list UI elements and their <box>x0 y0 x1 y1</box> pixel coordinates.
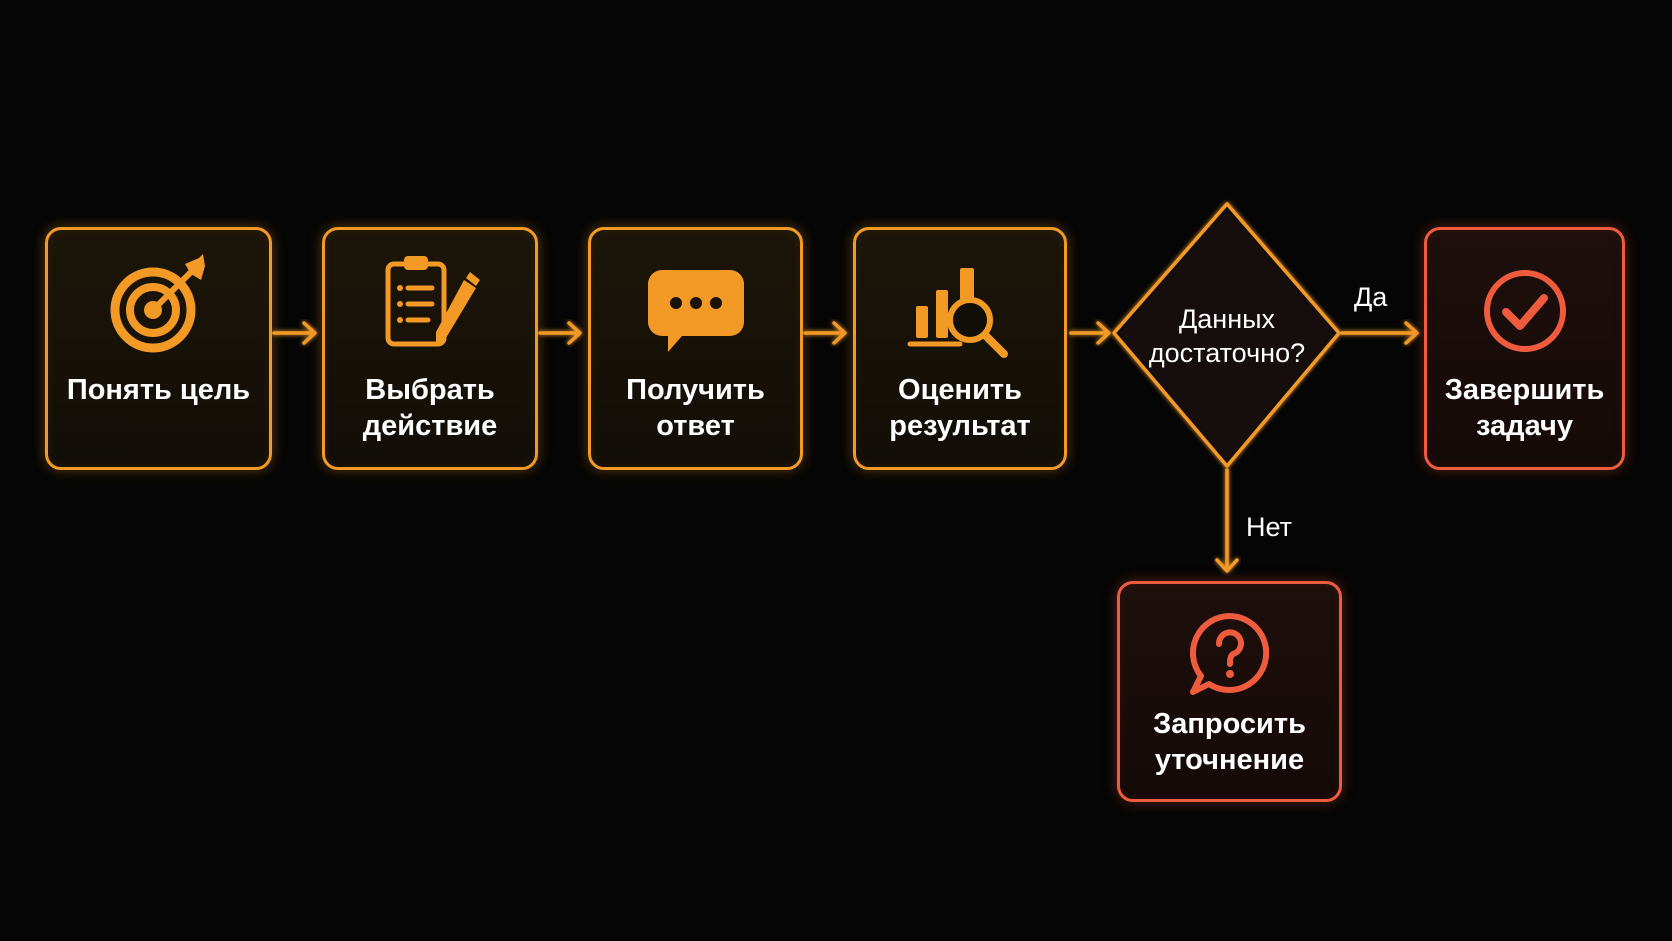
chat-bubble-icon <box>647 270 744 352</box>
node-finish-task: Завершить задачу <box>1424 227 1625 470</box>
node-choose-action: Выбрать действие <box>322 227 538 470</box>
node-understand-goal: Понять цель <box>45 227 272 470</box>
label-line: ответ <box>656 410 735 442</box>
arrow-receive-to-evaluate <box>803 321 847 345</box>
label-line: действие <box>362 410 498 442</box>
label-line: уточнение <box>1154 744 1305 776</box>
node-receive-answer: Получить ответ <box>588 227 803 470</box>
arrow-goal-to-choose <box>272 321 317 345</box>
arrow-evaluate-to-decision <box>1069 321 1111 345</box>
chart-magnifier-icon <box>907 268 1008 358</box>
node-label: Выбрать действие <box>325 372 535 444</box>
decision-diamond <box>1112 202 1341 468</box>
label-line: Понять цель <box>66 374 251 406</box>
arrow-choose-to-receive <box>538 321 582 345</box>
label-line: Оценить <box>898 374 1022 406</box>
edge-label-yes: Да <box>1354 282 1388 312</box>
arrow-decision-to-clarify <box>1215 468 1239 573</box>
label-line: Запросить <box>1153 708 1306 740</box>
question-bubble-icon <box>1189 613 1269 695</box>
node-label: Получить ответ <box>591 372 800 444</box>
label-line: Завершить <box>1444 374 1605 406</box>
node-evaluate-result: Оценить результат <box>853 227 1067 470</box>
target-icon <box>110 254 205 353</box>
node-label: Запросить уточнение <box>1120 706 1339 778</box>
edge-label-no: Нет <box>1246 512 1292 542</box>
label-line: Получить <box>626 374 765 406</box>
label-line: Данных <box>1178 304 1276 334</box>
checkmark-circle-icon <box>1483 270 1566 352</box>
arrow-decision-to-finish <box>1340 321 1419 345</box>
label-line: результат <box>889 410 1031 442</box>
label-line: достаточно? <box>1148 338 1306 368</box>
node-request-clarification: Запросить уточнение <box>1117 581 1342 802</box>
clipboard-pencil-icon <box>385 256 480 347</box>
decision-label: Данных достаточно? <box>1127 302 1327 370</box>
node-label: Завершить задачу <box>1427 372 1622 444</box>
label-line: задачу <box>1476 410 1573 442</box>
node-label: Оценить результат <box>856 372 1064 444</box>
node-label: Понять цель <box>48 372 269 408</box>
label-line: Выбрать <box>365 374 495 406</box>
